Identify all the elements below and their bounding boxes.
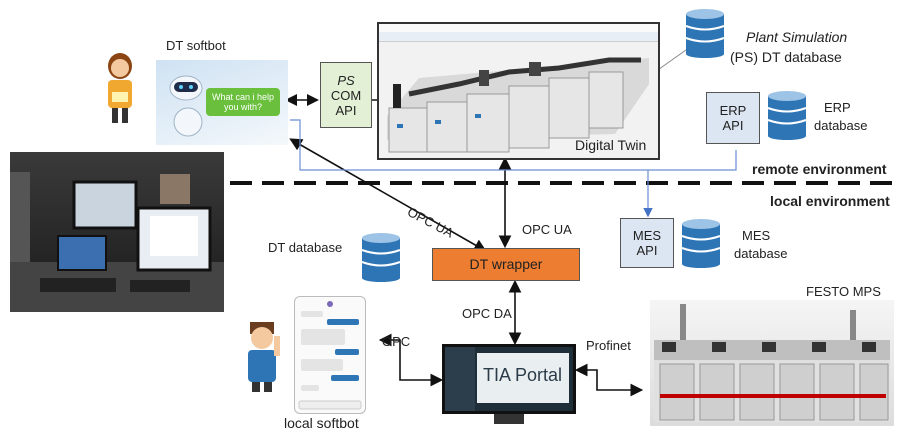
- opcua-softbot-wrapper-arrow: [289, 138, 487, 252]
- profinet-label: Profinet: [586, 338, 631, 353]
- festo-mps-photo: [650, 300, 894, 426]
- mes-database-icon: [680, 218, 722, 268]
- dt-database-icon: [360, 232, 402, 282]
- mes-api-box: MES API: [620, 218, 674, 268]
- profinet-arrow: [574, 363, 644, 397]
- plant-model-render: [387, 57, 649, 153]
- opc-ua-right-label: OPC UA: [522, 222, 572, 237]
- erp-db-label1: ERP: [824, 100, 851, 115]
- local-softbot-label: local softbot: [284, 415, 359, 430]
- erp-database-icon: [766, 90, 808, 140]
- twin-toolbar: [379, 32, 658, 42]
- remote-environment-label: remote environment: [752, 161, 887, 177]
- tia-sidebar: [445, 347, 475, 411]
- ps-database-icon: [684, 8, 726, 58]
- mes-db-label1: MES: [742, 228, 771, 243]
- opc-arrow: [378, 333, 444, 387]
- erp-db-label2: database: [814, 118, 868, 133]
- phone-chat-screen: [294, 296, 366, 414]
- robot-icon: [169, 75, 203, 137]
- dt-wrapper-box: DT wrapper: [432, 248, 580, 281]
- opc-label: OPC: [382, 334, 411, 349]
- festo-label: FESTO MPS: [806, 284, 881, 299]
- digital-twin-label: Digital Twin: [575, 137, 647, 153]
- erp-api-box: ERP API: [706, 92, 760, 144]
- softbot-title: DT softbot: [166, 38, 226, 53]
- tia-splash: TIA Portal: [477, 353, 569, 403]
- ps-com-api-box: PS COM API: [320, 62, 372, 128]
- opc-da-label: OPC DA: [462, 306, 512, 321]
- ps-database-line2: (PS) DT database: [730, 49, 842, 65]
- local-softbot-user-avatar: [234, 320, 292, 392]
- erp-link: [290, 119, 737, 171]
- tia-monitor-stand: [494, 414, 524, 424]
- digital-twin-screen: Digital Twin: [377, 22, 660, 160]
- lab-photo: [10, 152, 224, 312]
- softbot-speech-bubble: What can i help you with?: [206, 88, 280, 116]
- tia-monitor: TIA Portal: [442, 344, 576, 414]
- dt-database-label: DT database: [268, 240, 343, 255]
- tia-title: TIA Portal: [483, 365, 563, 385]
- mes-db-label2: database: [734, 246, 788, 261]
- local-environment-label: local environment: [770, 193, 890, 209]
- softbot-user-avatar: [96, 50, 144, 125]
- ps-database-line1: Plant Simulation: [746, 29, 848, 45]
